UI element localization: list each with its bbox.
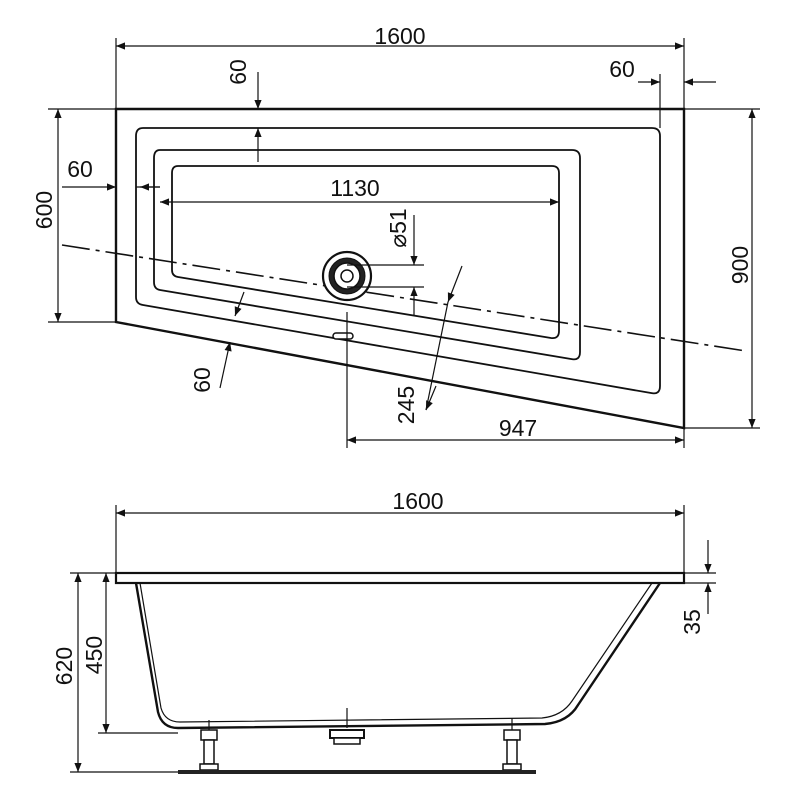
dim-label-rim-left: 60 [67, 156, 93, 182]
dim-label-1600-top: 1600 [374, 23, 425, 49]
dim-label-947: 947 [499, 415, 537, 441]
drain-side-icon [329, 708, 365, 745]
bathtub-rim-side [114, 571, 686, 585]
center-line [61, 244, 747, 352]
dim-rim-left: 60 [62, 156, 160, 191]
dim-long-side: 900 [684, 108, 760, 429]
dim-drain-diameter: ⌀51 [347, 208, 424, 315]
dim-label-rim-front: 60 [189, 367, 215, 393]
leg-left [199, 720, 219, 771]
bathtub-body-side [134, 582, 661, 730]
dim-overall-length-side: 1600 [115, 488, 685, 573]
dim-short-side: 600 [31, 108, 116, 323]
dim-label-35: 35 [679, 609, 705, 635]
dim-rim-thickness: 35 [679, 540, 716, 635]
dim-label-rim-top: 60 [225, 59, 251, 85]
dim-rim-front: 60 [189, 291, 245, 393]
dim-rim-right: 60 [609, 56, 716, 128]
dim-label-rim-right: 60 [609, 56, 635, 82]
dim-label-450: 450 [81, 636, 107, 674]
bathtub-body-inner-side [139, 582, 653, 723]
bathtub-rim-inner [135, 127, 661, 395]
dim-label-1600-side: 1600 [392, 488, 443, 514]
dim-straight-section: 947 [346, 312, 685, 448]
dim-overall-length-top: 1600 [115, 23, 685, 109]
dim-drain-offset: 245 [393, 265, 463, 424]
top-view: 1600 60 60 60 600 [31, 23, 760, 448]
dim-label-600: 600 [31, 191, 57, 229]
dim-total-height: 620 [51, 572, 178, 773]
dim-tub-height: 450 [81, 573, 178, 734]
dim-label-620: 620 [51, 647, 77, 685]
dim-label-drain: ⌀51 [385, 208, 411, 247]
dim-inner-length: 1130 [160, 175, 559, 206]
dim-label-900: 900 [727, 246, 753, 284]
side-view: 1600 620 450 35 [51, 488, 716, 774]
overflow-mark [332, 332, 354, 340]
floor-line [178, 770, 536, 774]
bathtub-basin-bottom [171, 165, 560, 340]
dim-label-245: 245 [393, 386, 419, 424]
drain-icon [321, 250, 373, 302]
dim-rim-top: 60 [225, 59, 262, 162]
dim-label-1130: 1130 [330, 175, 379, 201]
leg-right [502, 718, 522, 771]
bathtub-basin-outline [153, 149, 581, 361]
